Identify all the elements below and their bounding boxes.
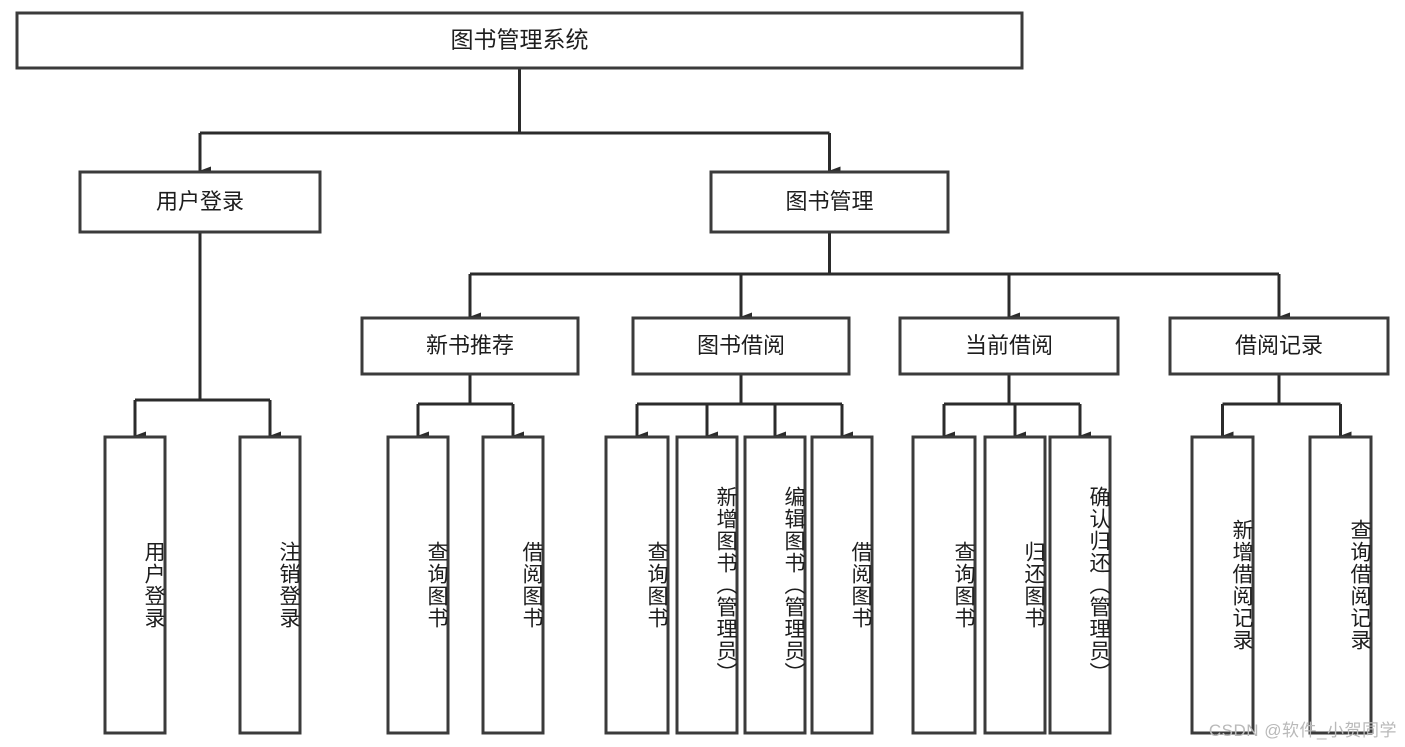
node-new-book-rec-label: 新书推荐 (426, 333, 514, 358)
node-current-borrow-label: 当前借阅 (965, 333, 1053, 358)
node-leaf-return-book[interactable] (983, 435, 1047, 735)
node-user-login[interactable] (78, 170, 322, 234)
node-leaf-query-book-3[interactable] (911, 435, 977, 735)
node-leaf-add-book[interactable] (675, 435, 739, 735)
watermark-text: CSDN @软件_小贺同学 (1208, 721, 1397, 740)
node-box-layer (15, 11, 1390, 735)
node-leaf-query-book-1[interactable] (386, 435, 450, 735)
node-leaf-user-login[interactable] (103, 435, 167, 735)
node-leaf-borrow-book-1[interactable] (481, 435, 545, 735)
node-root[interactable] (15, 11, 1024, 70)
node-leaf-logout[interactable] (238, 435, 302, 735)
node-current-borrow[interactable] (898, 316, 1120, 376)
node-leaf-query-record[interactable] (1308, 435, 1373, 735)
node-borrow-record-label: 借阅记录 (1235, 333, 1323, 358)
node-book-borrow[interactable] (631, 316, 851, 376)
node-book-manage-label: 图书管理 (785, 189, 873, 214)
node-leaf-borrow-book-2[interactable] (810, 435, 874, 735)
node-root-label: 图书管理系统 (451, 27, 589, 53)
node-leaf-add-record[interactable] (1190, 435, 1255, 735)
node-borrow-record[interactable] (1168, 316, 1390, 376)
node-user-login-label: 用户登录 (156, 189, 244, 214)
node-book-borrow-label: 图书借阅 (697, 333, 785, 358)
node-book-manage[interactable] (709, 170, 950, 234)
node-leaf-query-book-2[interactable] (604, 435, 670, 735)
node-leaf-confirm-return[interactable] (1048, 435, 1112, 735)
node-new-book-rec[interactable] (360, 316, 580, 376)
node-leaf-edit-book[interactable] (743, 435, 807, 735)
connector-layer (133, 68, 1352, 441)
